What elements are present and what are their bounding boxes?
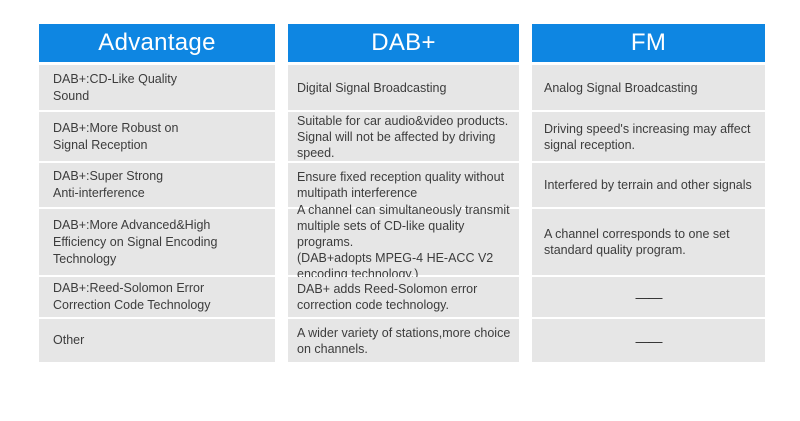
column-header-advantage: Advantage xyxy=(39,24,275,62)
cell-advantage-row4: DAB+:More Advanced&High Efficiency on Si… xyxy=(39,209,275,275)
column-dab-plus: DAB+ Digital Signal Broadcasting Suitabl… xyxy=(288,24,519,364)
column-header-fm: FM xyxy=(532,24,765,62)
cell-fm-row3: Interfered by terrain and other signals xyxy=(532,163,765,207)
cell-fm-row6-dash: —— xyxy=(532,319,765,362)
cell-advantage-row1: DAB+:CD-Like Quality Sound xyxy=(39,65,275,110)
cell-dab-row2: Suitable for car audio&video products. S… xyxy=(288,112,519,161)
cell-advantage-row5: DAB+:Reed-Solomon Error Correction Code … xyxy=(39,277,275,317)
column-advantage: Advantage DAB+:CD-Like Quality Sound DAB… xyxy=(39,24,275,364)
cell-advantage-row6: Other xyxy=(39,319,275,362)
cell-fm-row1: Analog Signal Broadcasting xyxy=(532,65,765,110)
column-header-dab-plus: DAB+ xyxy=(288,24,519,62)
cell-fm-row5-dash: —— xyxy=(532,277,765,317)
cell-dab-row5: DAB+ adds Reed-Solomon error correction … xyxy=(288,277,519,317)
cell-fm-row4: A channel corresponds to one set standar… xyxy=(532,209,765,275)
cell-dab-row1: Digital Signal Broadcasting xyxy=(288,65,519,110)
column-fm: FM Analog Signal Broadcasting Driving sp… xyxy=(532,24,765,364)
cell-dab-row4: A channel can simultaneously transmit mu… xyxy=(288,203,519,281)
cell-dab-row3: Ensure fixed reception quality without m… xyxy=(288,163,519,207)
cell-fm-row2: Driving speed's increasing may affect si… xyxy=(532,112,765,161)
cell-advantage-row2: DAB+:More Robust on Signal Reception xyxy=(39,112,275,161)
cell-advantage-row3: DAB+:Super Strong Anti-interference xyxy=(39,163,275,207)
cell-dab-row6: A wider variety of stations,more choice … xyxy=(288,319,519,362)
